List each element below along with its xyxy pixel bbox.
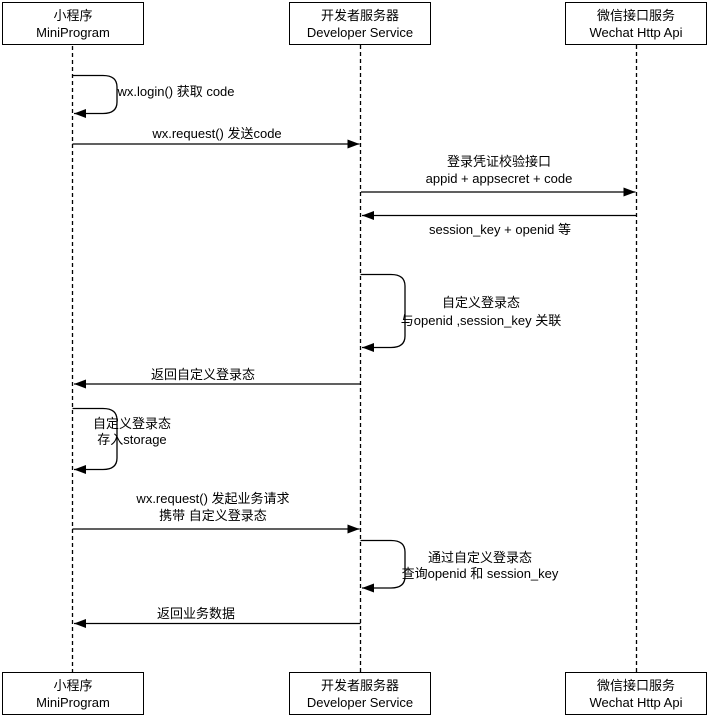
participant-top-miniprogram: 小程序 MiniProgram [2, 2, 144, 45]
message-label-business-data: 返回业务数据 [156, 606, 236, 621]
message-label-send-code: wx.request() 发送code [152, 126, 282, 141]
participant-label-en: Developer Service [306, 694, 414, 710]
participant-label-zh: 小程序 [53, 7, 93, 23]
participant-label-zh: 开发者服务器 [320, 7, 399, 23]
participant-label-zh: 开发者服务器 [320, 677, 399, 693]
self-message-loop-storage [72, 407, 118, 474]
message-label-return-state: 返回自定义登录态 [150, 367, 256, 382]
message-label-custom-state: 自定义登录态 与openid ,session_key 关联 [400, 295, 562, 328]
message-label-login: wx.login() 获取 code [117, 84, 235, 99]
participant-bottom-wechat-http-api: 微信接口服务 Wechat Http Api [565, 672, 707, 715]
participant-label-zh: 小程序 [53, 677, 93, 693]
participant-bottom-miniprogram: 小程序 MiniProgram [2, 672, 144, 715]
self-message-loop-query [360, 539, 406, 593]
participant-label-en: MiniProgram [36, 694, 110, 710]
message-label-storage: 自定义登录态 存入storage [92, 416, 172, 447]
participant-top-wechat-http-api: 微信接口服务 Wechat Http Api [565, 2, 707, 45]
message-label-business-request: wx.request() 发起业务请求 携带 自定义登录态 [136, 491, 290, 523]
message-label-code2session: 登录凭证校验接口 appid + appsecret + code [425, 154, 573, 186]
message-label-query: 通过自定义登录态 查询openid 和 session_key [401, 550, 559, 581]
participant-label-en: Wechat Http Api [589, 24, 683, 40]
participant-label-en: Developer Service [306, 24, 414, 40]
participant-top-developer-service: 开发者服务器 Developer Service [289, 2, 431, 45]
participant-label-zh: 微信接口服务 [596, 7, 675, 23]
participant-label-en: MiniProgram [36, 24, 110, 40]
participant-label-en: Wechat Http Api [589, 694, 683, 710]
self-message-loop-login [72, 74, 118, 118]
self-message-loop-custom-state [360, 273, 406, 352]
participant-bottom-developer-service: 开发者服务器 Developer Service [289, 672, 431, 715]
message-label-session-key: session_key + openid 等 [428, 222, 572, 237]
participant-label-zh: 微信接口服务 [596, 677, 675, 693]
